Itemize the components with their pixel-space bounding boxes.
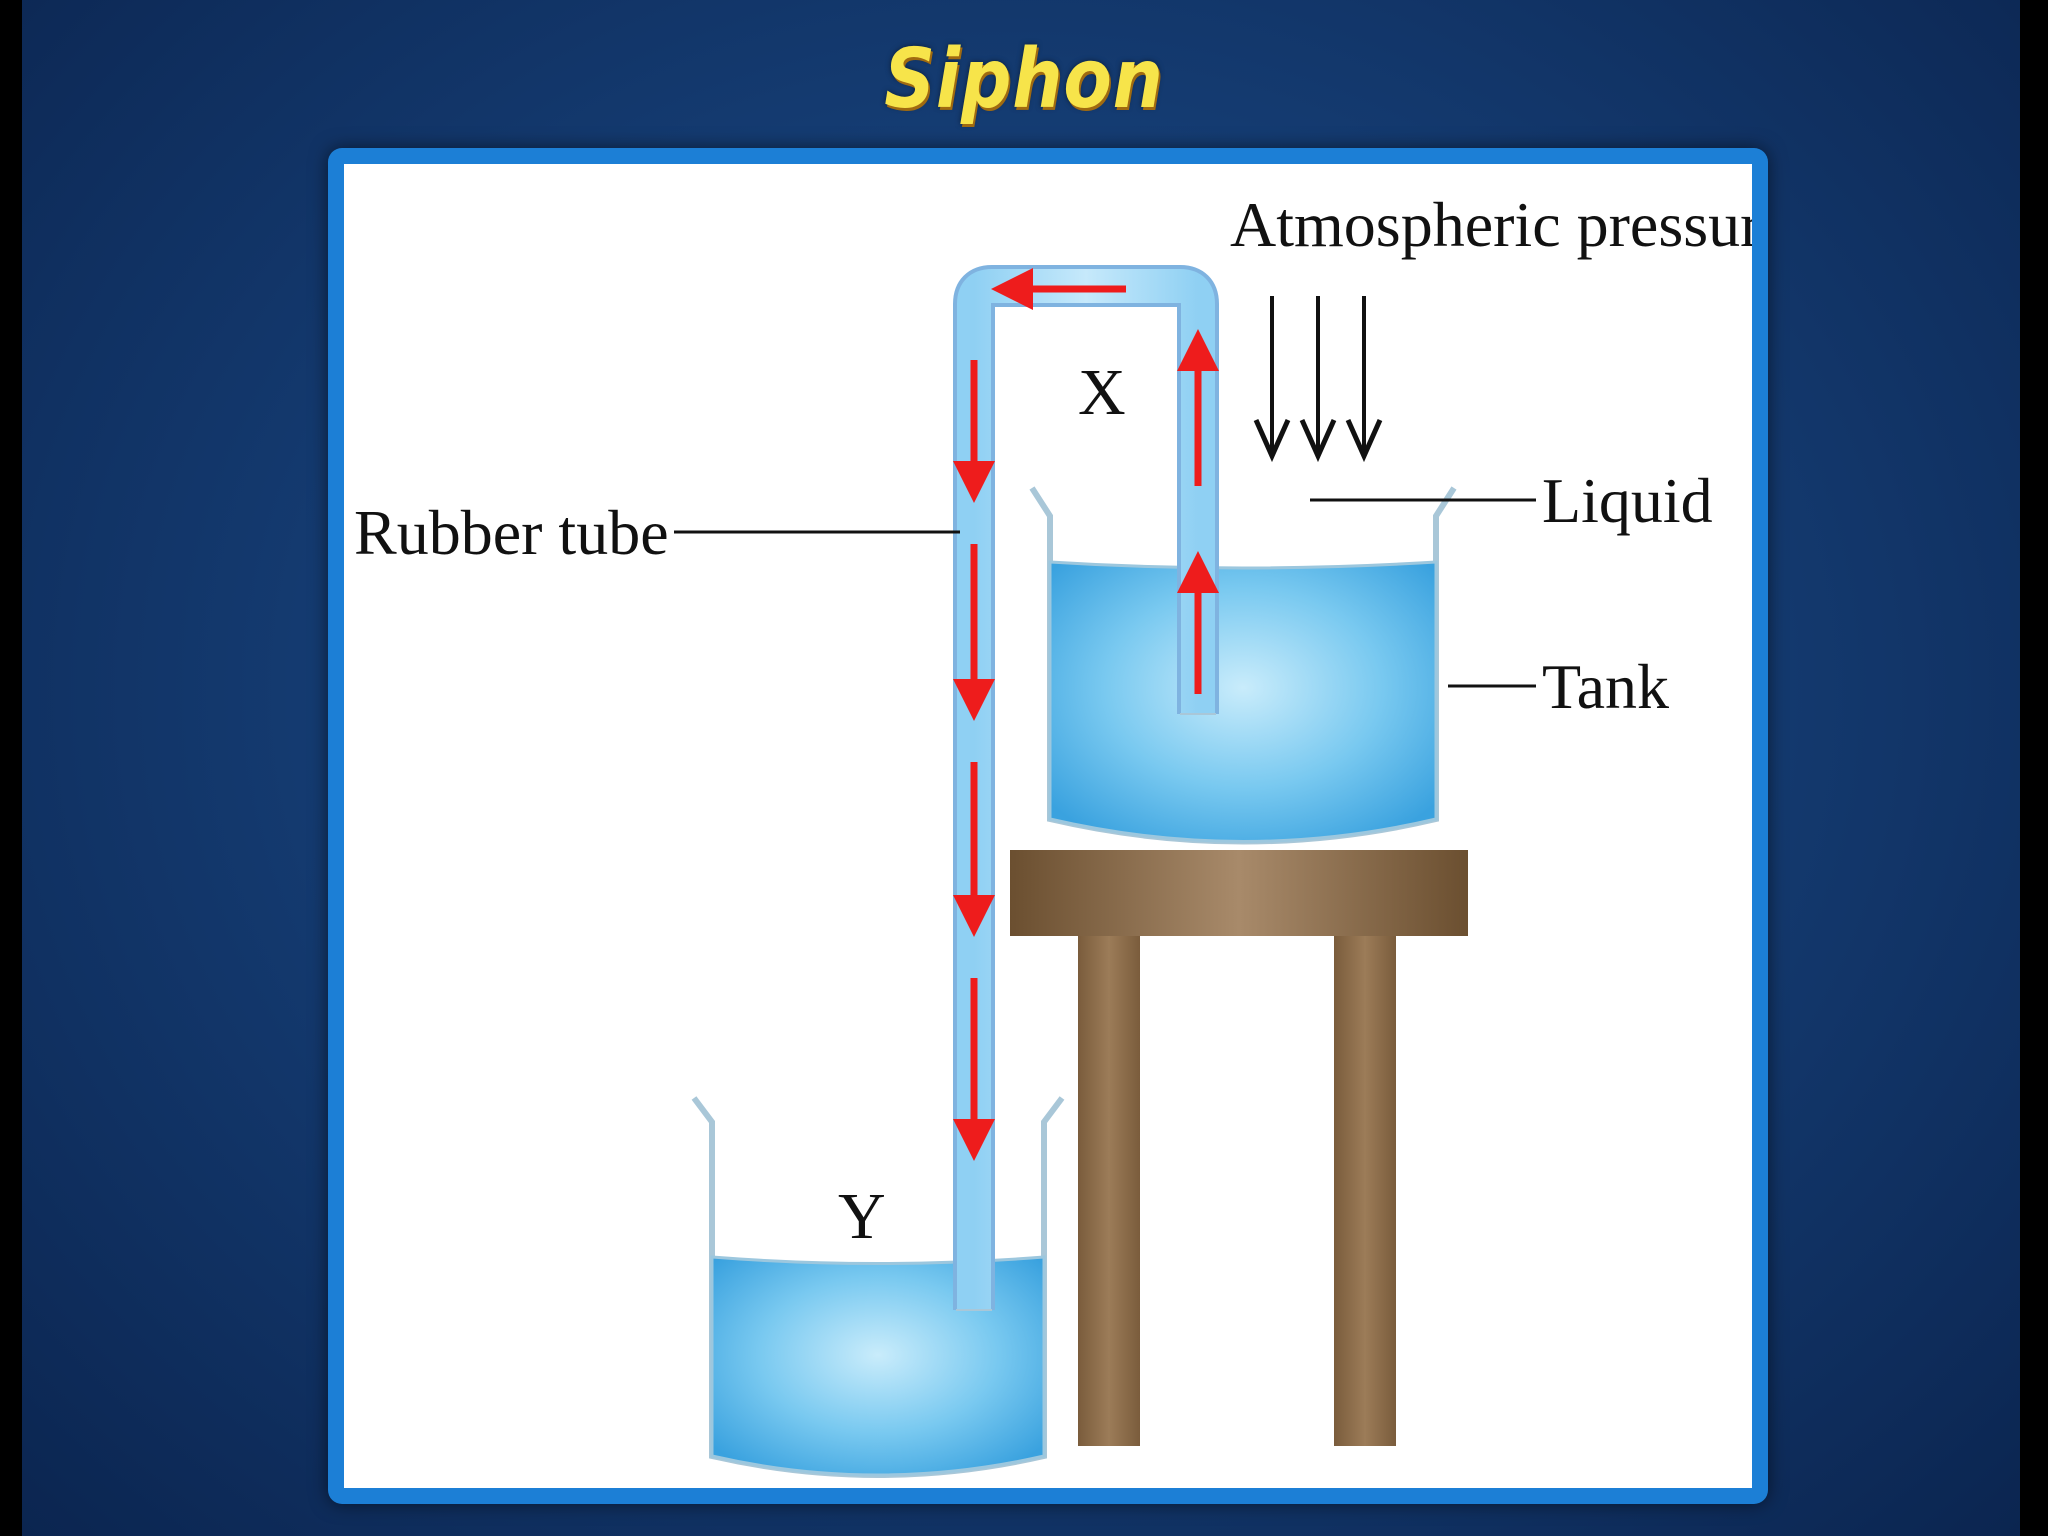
left-black-bar [0,0,22,1536]
beaker-liquid [710,1255,1046,1477]
stool-top [1010,850,1468,936]
liquid-label: Liquid [1542,465,1713,536]
siphon-diagram: Atmospheric pressure Rubber tube Liquid … [354,189,1752,1478]
tank-label: Tank [1542,651,1669,722]
tank-liquid [1048,560,1438,843]
right-black-bar [2020,0,2048,1536]
upper-tank [1029,486,1457,845]
point-x-label: X [1078,356,1126,429]
lower-beaker [691,1096,1065,1478]
stool-leg-right [1334,936,1396,1446]
diagram-frame: Atmospheric pressure Rubber tube Liquid … [328,148,1768,1504]
diagram-panel: Atmospheric pressure Rubber tube Liquid … [344,164,1752,1488]
leader-lines [674,498,1536,688]
point-y-label: Y [838,1180,886,1253]
pressure-arrow-2-head [1299,418,1337,463]
atmospheric-pressure-label: Atmospheric pressure [1230,189,1752,260]
pressure-arrow-3-head [1345,418,1383,463]
pressure-arrows [1253,296,1383,463]
pressure-arrow-1-head [1253,418,1291,463]
stool-leg-left [1078,936,1140,1446]
stool [1010,850,1468,1446]
slide-title: Siphon [884,32,1164,127]
flow-arrows [953,268,1219,1161]
rubber-tube-label: Rubber tube [354,497,669,568]
